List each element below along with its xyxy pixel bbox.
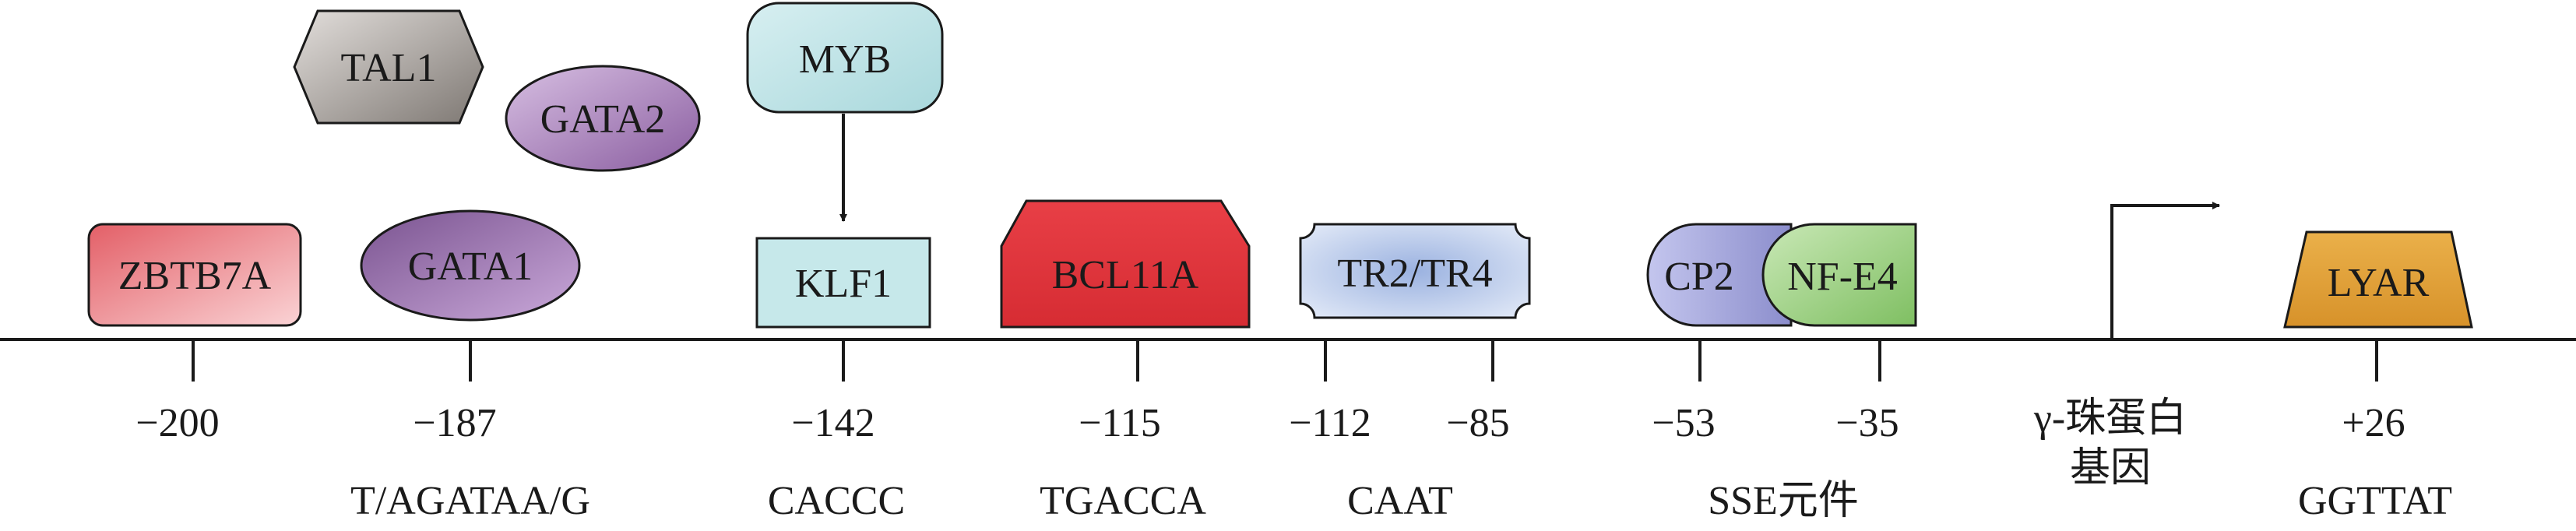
bcl11a-shape <box>1000 199 1251 329</box>
tal1-hexagon <box>293 9 484 125</box>
motif-sse: SSE元件 <box>1708 479 1859 523</box>
myb-factor: MYB <box>746 2 944 114</box>
position-minus-187: −187 <box>413 401 496 445</box>
bcl11a-label: BCL11A <box>1052 253 1199 297</box>
myb-box <box>746 2 944 114</box>
tr2tr4-factor: TR2/TR4 <box>1299 223 1531 319</box>
position-minus-112: −112 <box>1289 401 1371 445</box>
motif-caccc: CACCC <box>768 479 905 523</box>
motif-tgacca: TGACCA <box>1040 479 1206 523</box>
tal1-factor: TAL1 <box>293 9 484 125</box>
tr2tr4-shape <box>1299 223 1531 319</box>
cp2-nfe4-complex: CP2 NF-E4 <box>1646 223 1917 327</box>
position-ticks <box>192 339 2378 382</box>
myb-label: MYB <box>799 37 891 82</box>
lyar-shape <box>2283 230 2473 329</box>
klf1-label: KLF1 <box>795 262 892 306</box>
gata1-factor: GATA1 <box>360 209 581 322</box>
gata2-factor: GATA2 <box>505 65 701 172</box>
lyar-factor: LYAR <box>2283 230 2473 329</box>
position-minus-35: −35 <box>1835 401 1899 445</box>
position-minus-142: −142 <box>791 401 875 445</box>
gata2-ellipse <box>505 65 701 172</box>
zbtb7a-box <box>87 223 302 327</box>
lyar-label: LYAR <box>2328 261 2430 305</box>
gata1-label: GATA1 <box>408 244 533 289</box>
gene-label-line2: 基因 <box>2070 446 2151 491</box>
nfe4-label: NF-E4 <box>1787 255 1898 299</box>
position-minus-85: −85 <box>1446 401 1509 445</box>
tr2tr4-label: TR2/TR4 <box>1337 251 1492 296</box>
bcl11a-factor: BCL11A <box>1000 199 1251 329</box>
cp2-shape <box>1646 223 1793 327</box>
motif-ggttat: GGTTAT <box>2298 479 2452 523</box>
motif-labels: T/AGATAA/G CACCC TGACCA CAAT SSE元件 GGTTA… <box>350 479 2452 523</box>
gata1-ellipse <box>360 209 581 322</box>
motif-gata: T/AGATAA/G <box>350 479 590 523</box>
position-minus-115: −115 <box>1079 401 1160 445</box>
zbtb7a-factor: ZBTB7A <box>87 223 302 327</box>
klf1-factor: KLF1 <box>755 237 931 329</box>
motif-caat: CAAT <box>1347 479 1453 523</box>
cp2-label: CP2 <box>1664 255 1734 299</box>
klf1-box <box>755 237 931 329</box>
position-minus-200: −200 <box>135 401 219 445</box>
gene-label-line1: γ-珠蛋白 <box>2033 396 2187 441</box>
position-minus-53: −53 <box>1652 401 1715 445</box>
position-plus-26: +26 <box>2342 401 2405 445</box>
gata2-label: GATA2 <box>540 97 666 142</box>
nfe4-shape <box>1761 223 1917 327</box>
zbtb7a-label: ZBTB7A <box>118 254 272 298</box>
tss-arrow-line <box>2110 202 2220 339</box>
transcription-start-arrow <box>2110 202 2220 339</box>
gamma-globin-gene-label: γ-珠蛋白 基因 <box>2033 396 2187 491</box>
tal1-label: TAL1 <box>341 46 437 90</box>
position-labels: −200 −187 −142 −115 −112 −85 −53 −35 +26 <box>135 401 2405 445</box>
